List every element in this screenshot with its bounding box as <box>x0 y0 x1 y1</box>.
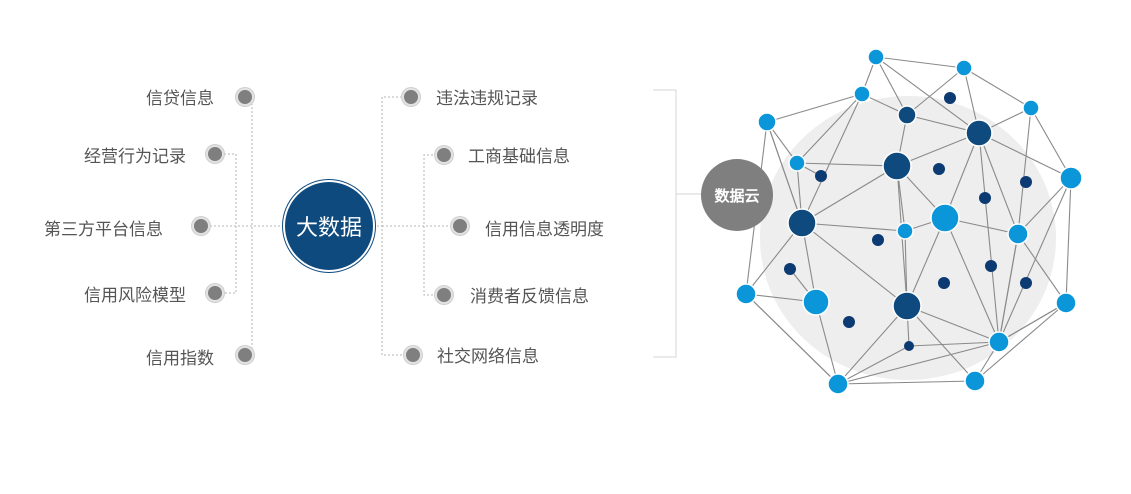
bullet-icon <box>236 88 254 106</box>
network-edge <box>801 165 898 224</box>
network-edge <box>837 380 976 385</box>
network-edge <box>944 132 980 219</box>
network-edge <box>766 121 803 224</box>
network-edge <box>745 222 803 295</box>
network-edge <box>766 93 863 123</box>
network-edge <box>837 305 908 385</box>
big-data-node: 大数据 <box>285 182 373 270</box>
left-item-label: 第三方平台信息 <box>44 220 163 240</box>
network-node <box>827 373 849 395</box>
network-node <box>1022 99 1040 117</box>
network-edge <box>978 132 1072 179</box>
network-node <box>979 192 991 204</box>
network-node <box>872 234 884 246</box>
big-data-label: 大数据 <box>295 216 362 241</box>
network-edge <box>796 162 898 167</box>
network-edge <box>963 67 1032 109</box>
network-edge <box>978 132 1000 343</box>
network-edge <box>801 93 863 224</box>
left-item-label: 信用风险模型 <box>84 286 186 306</box>
network-edge <box>745 293 839 385</box>
bullet-icon <box>402 88 420 106</box>
network-edge <box>998 177 1072 343</box>
network-node <box>964 370 986 392</box>
network-edge <box>906 217 946 307</box>
network-node <box>853 85 871 103</box>
network-edge <box>801 222 908 307</box>
network-node <box>788 154 806 172</box>
bullet-icon <box>404 346 422 364</box>
network-node <box>930 203 960 233</box>
network-edge <box>1017 177 1072 235</box>
network-node <box>784 263 796 275</box>
bullet-icon <box>435 286 453 304</box>
network-node <box>787 208 817 238</box>
network-node <box>938 277 950 289</box>
network-node <box>944 92 956 104</box>
bullet-icon <box>236 346 254 364</box>
network-edge <box>998 302 1067 343</box>
network-edge <box>978 132 1019 235</box>
network-node <box>735 283 757 305</box>
network-edge <box>875 56 908 116</box>
network-edge <box>944 217 1000 343</box>
network-edge <box>906 67 965 116</box>
right-item-label: 工商基础信息 <box>468 147 570 167</box>
network-edge <box>1017 233 1067 304</box>
network-edge <box>837 341 1000 385</box>
network-node <box>815 170 827 182</box>
network-edge <box>906 305 976 382</box>
network-node <box>985 260 997 272</box>
network-node <box>892 291 922 321</box>
right-item-label: 违法违规记录 <box>436 89 538 109</box>
network-node <box>867 48 885 66</box>
network-node <box>1007 223 1029 245</box>
network-node <box>965 119 993 147</box>
network-edge <box>837 345 910 385</box>
network-edge <box>815 301 839 385</box>
network-edge <box>998 233 1019 343</box>
network-edge <box>1065 177 1072 304</box>
network-node <box>1020 277 1032 289</box>
network-edge <box>908 341 1000 347</box>
network-edge <box>875 56 965 69</box>
network-node <box>897 105 917 125</box>
data-cloud-node: 数据云 <box>701 159 773 231</box>
left-item-label: 经营行为记录 <box>84 147 186 167</box>
network-edge <box>801 222 906 232</box>
left-item-label: 信贷信息 <box>146 89 214 109</box>
network-node <box>802 288 830 316</box>
network-node <box>1059 166 1083 190</box>
network-edge <box>875 56 980 134</box>
network-edge <box>796 93 863 164</box>
network-node <box>843 316 855 328</box>
bullet-icon <box>192 217 210 235</box>
network-edge <box>906 305 1000 343</box>
network-node <box>757 112 777 132</box>
network-node <box>882 151 912 181</box>
network-edge <box>1030 107 1072 179</box>
network-edge <box>974 302 1067 382</box>
network-edge <box>1017 107 1032 235</box>
network-node <box>1020 176 1032 188</box>
bullet-icon <box>206 145 224 163</box>
right-item-label: 社交网络信息 <box>437 347 539 367</box>
bullet-icon <box>435 146 453 164</box>
data-cloud-label: 数据云 <box>714 186 760 205</box>
network-node <box>896 222 914 240</box>
left-item-label: 信用指数 <box>146 349 214 369</box>
right-item-label: 消费者反馈信息 <box>470 287 589 307</box>
bullet-icon <box>451 217 469 235</box>
right-item-label: 信用信息透明度 <box>485 220 604 240</box>
network-node <box>1055 292 1077 314</box>
network-node <box>904 341 914 351</box>
bullet-icon <box>206 284 224 302</box>
network-node <box>933 163 945 175</box>
network-node <box>988 331 1010 353</box>
network-node <box>955 59 973 77</box>
